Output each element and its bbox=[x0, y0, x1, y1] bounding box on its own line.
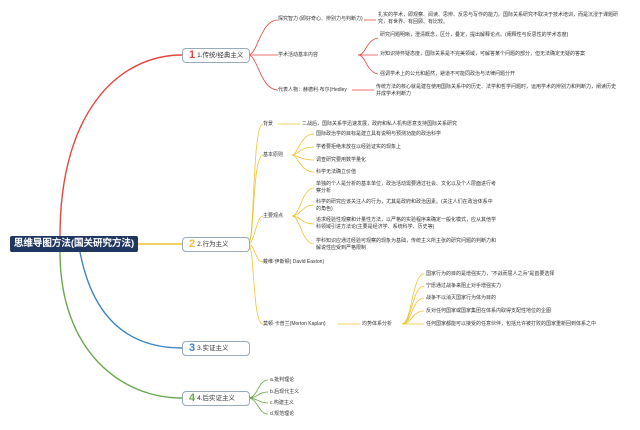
topic-intellect[interactable]: 探究智力 (即好奇心、辨别力与判断力) bbox=[278, 16, 363, 22]
root-topic[interactable]: 思维导图方法(国关研究方法) bbox=[10, 236, 138, 252]
topic-critical-theory[interactable]: a.批判理论 bbox=[270, 377, 295, 383]
sub-kaplan-3: 战争不以消灭国家行为体为目的 bbox=[426, 295, 497, 301]
topic-background[interactable]: 背景 bbox=[263, 121, 274, 127]
sub-kaplan-2: 宁愿通过战争来阻止对手增强实力 bbox=[426, 283, 502, 289]
sub-view-3: 追求经验性观察和计量性方法，以严格的实验程序来确定一般化模式，应从其他学科领域引… bbox=[316, 217, 497, 230]
sub-view-1: 单独的个人是分析的基本单位，政治活动需要通过社会、文化以及个人层面进行考察分析 bbox=[316, 181, 497, 194]
branch-number-1: 1 bbox=[189, 49, 196, 61]
sub-principle-2: 学者要拒绝未放在以经验证实的现象上 bbox=[316, 144, 402, 150]
topic-principles[interactable]: 基本原则 bbox=[263, 152, 284, 158]
branch-label: 2.行为主义 bbox=[197, 241, 229, 248]
topic-easton[interactable]: 戴维·伊斯顿( David Easton) bbox=[263, 259, 325, 265]
topic-postmodernism[interactable]: b.后现代主义 bbox=[270, 389, 300, 395]
sub-kaplan-5: 任何国家都能可以接受的任意伙伴，包括允许被打败的国家重新回到体系之中 bbox=[426, 321, 597, 327]
branch-number-3: 3 bbox=[189, 342, 196, 354]
note-background: 二战后，国际关系学迅速发展，政府和私人机构愿意支持国际关系研究 bbox=[302, 121, 458, 127]
branch-label: 4.后实证主义 bbox=[197, 395, 236, 402]
topic-academic-content[interactable]: 学术活动基本内容 bbox=[278, 52, 319, 58]
topic-main-views[interactable]: 主要观点 bbox=[263, 213, 284, 219]
topic-normative-theory[interactable]: d.规范理论 bbox=[270, 411, 295, 417]
sub-kaplan-1: 国家行为的目的是增强实力，“不战而屈人之兵”是首要选择 bbox=[426, 271, 555, 277]
topic-representative[interactable]: 代表人物：赫德利·布尔(Hedley bbox=[278, 87, 347, 93]
sub-academic-3: 强调学术上的公允和超然，避道不可能同政治与法律问题分开 bbox=[380, 71, 516, 77]
topic-balance-system[interactable]: 均势体系分析 bbox=[362, 321, 393, 327]
branch-number-2: 2 bbox=[189, 238, 196, 250]
sub-principle-3: 调查研究要用数学量化 bbox=[316, 157, 367, 163]
sub-principle-4: 科学无法确立价值 bbox=[316, 169, 357, 175]
topic-constructivism[interactable]: c.构建主义 bbox=[270, 400, 294, 406]
branch-label: 3.实证主义 bbox=[197, 345, 229, 352]
sub-kaplan-4: 反对任何国家或国家集团在体系内取得支配性地位的企图 bbox=[426, 308, 552, 314]
note-representative: 传统方法的核心就是建在使用国际关系中的历史、法学和哲学问题时，运用学术的辨别力和… bbox=[376, 84, 617, 97]
sub-principle-1: 国际政治学的目标是建立具有说明与预测功能的政治科学 bbox=[316, 131, 442, 137]
branch-label: 1.传统/经典主义 bbox=[197, 52, 244, 59]
sub-academic-2: 对知识持怀疑态度，国际关系是不完美领域，可解答某个问题的部分，但无法确定无疑的答… bbox=[380, 51, 586, 57]
topic-kaplan[interactable]: 莫顿·卡普兰(Morton Kaplan) bbox=[263, 321, 326, 327]
branch-number-4: 4 bbox=[189, 392, 196, 404]
sub-view-2: 科学的研究应该关注人的行为，尤其是政府和政治因素。(关注人们在政治体系中的角色) bbox=[316, 199, 493, 212]
sub-view-4: 学科知识应通过经验可观察的现象为基础，传统主义所主张的研究问题的判断力和解说性应… bbox=[316, 238, 497, 251]
note-intellect: 扎实的学术，即观察、阅读、思辨、反思与写作的能力。国际关系研究不取决于技术培训，… bbox=[378, 12, 619, 25]
sub-academic-1: 研究问题明晰，澄清概念，区分，叠定，提出解释论点。(阐释性与反思性的学术态度) bbox=[380, 32, 569, 38]
